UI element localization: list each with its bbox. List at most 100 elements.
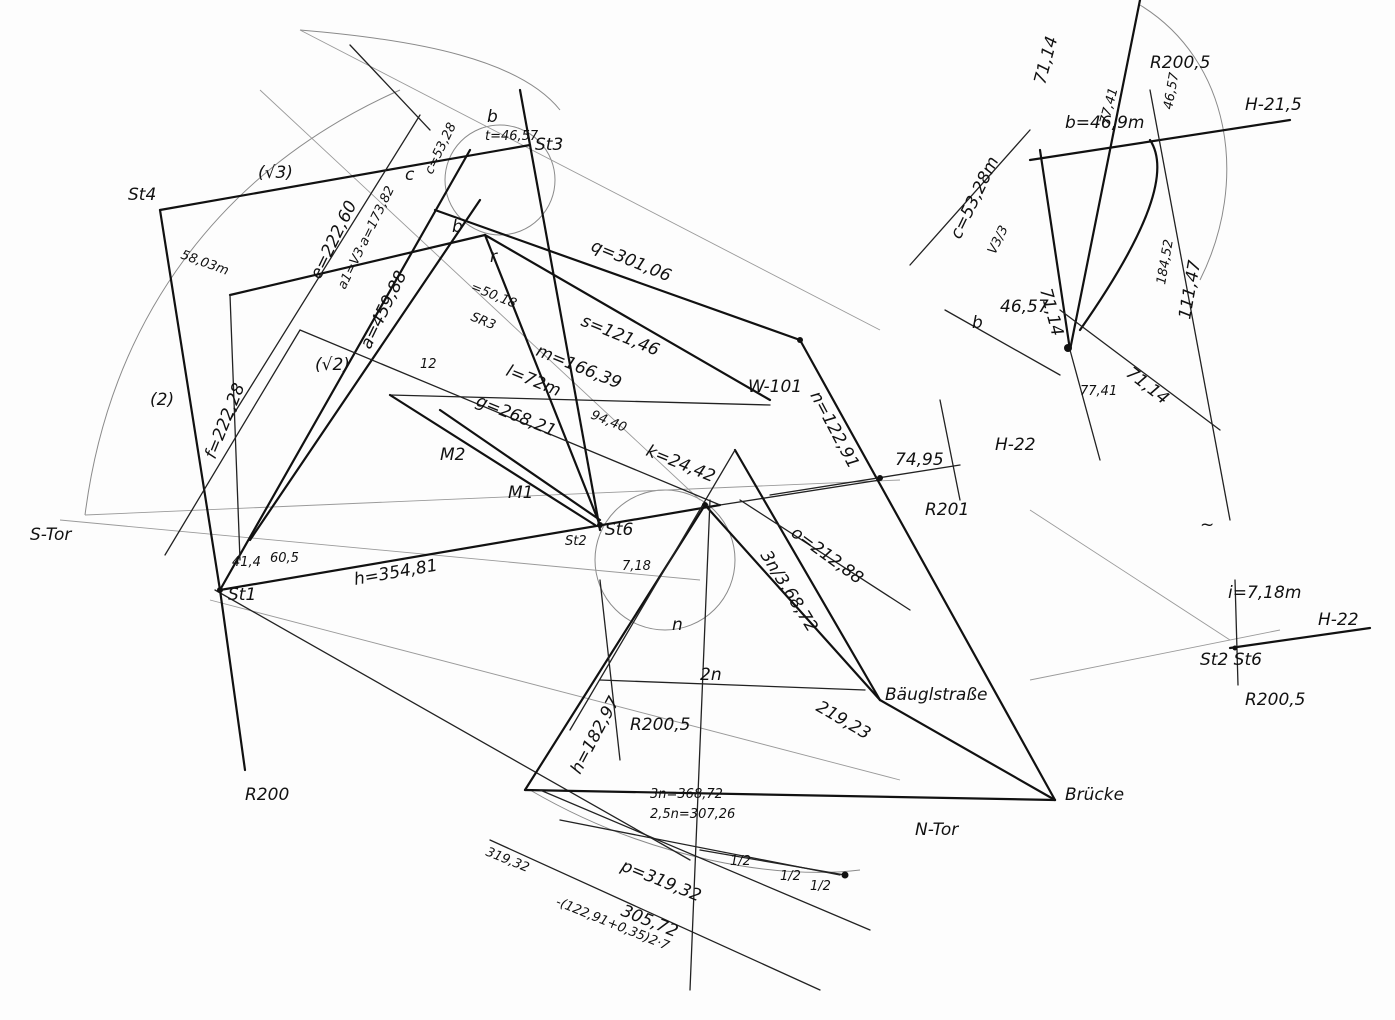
point-st1 xyxy=(217,587,223,593)
measure-71-14-top: 71,14 xyxy=(1031,34,1063,86)
edge-dim-bottom xyxy=(489,839,821,991)
edge-ray-m2 xyxy=(299,329,721,506)
edge-h-lower xyxy=(569,449,736,731)
measure-t: t=46,57 xyxy=(485,129,539,144)
measure-half-1: 1/2 xyxy=(730,854,751,869)
measure-7-18: 7,18 xyxy=(622,559,651,574)
edge-2n xyxy=(599,679,866,691)
label-b-right: b xyxy=(972,313,983,333)
label-r200-5-mid: R200,5 xyxy=(630,715,690,735)
label-w101: W-101 xyxy=(748,377,802,397)
inset-point xyxy=(1064,344,1072,352)
inset-h21-5-line xyxy=(1028,118,1292,162)
label-root3: (√3) xyxy=(258,163,293,183)
inset-71-14 xyxy=(1059,309,1221,431)
label-b-top: b xyxy=(487,107,498,127)
measure-s: s=121,46 xyxy=(578,311,662,361)
edge-3n xyxy=(733,448,882,702)
edge-74-95 xyxy=(769,464,961,496)
measure-71-14-right: 71,14 xyxy=(1122,363,1173,409)
measure-b-right: b=46,9m xyxy=(1065,113,1144,133)
edge-inner-a xyxy=(248,198,482,542)
label-st1: St1 xyxy=(228,585,256,605)
label-n-tor: N-Tor xyxy=(915,820,959,840)
label-st2-st6: St2 St6 xyxy=(1200,650,1262,670)
construction-line xyxy=(1029,629,1281,681)
label-r200: R200 xyxy=(245,785,289,805)
measure-o: o=212,88 xyxy=(787,523,867,589)
label-baeuglstrasse: Bäuglstraße xyxy=(885,685,987,705)
edge-f xyxy=(164,329,301,556)
construction-line xyxy=(209,599,901,781)
edge-st1-st3 xyxy=(218,148,472,592)
measure-77-41: 77,41 xyxy=(1080,384,1117,399)
measure-219-23: 219,23 xyxy=(813,697,875,744)
edge-e xyxy=(229,114,421,421)
construction-arc-left xyxy=(84,89,401,516)
edge-dim-tick-b xyxy=(939,399,961,501)
edge-o xyxy=(739,499,911,611)
measure-h-lower: h=182,97 xyxy=(567,693,624,777)
measure-41-4: 41,4 xyxy=(232,555,261,570)
measure-74-95: 74,95 xyxy=(895,450,944,470)
label-c-mid: c xyxy=(405,165,415,185)
edge-vertical-lower xyxy=(689,499,711,991)
measure-46-57-vert: 46,57 xyxy=(1161,71,1182,111)
point-74-95 xyxy=(877,475,883,481)
inset-diagonal-b xyxy=(1068,0,1142,352)
measure-60-5: 60,5 xyxy=(270,551,299,566)
point-st2 xyxy=(597,522,603,528)
measure-sr3: SR3 xyxy=(469,310,498,333)
inset-curve xyxy=(1078,138,1159,332)
label-h22-right: H-22 xyxy=(1318,610,1359,630)
edge-st3-st2 xyxy=(483,233,602,527)
measure-k: k=24,42 xyxy=(643,441,718,487)
inset-b-dim xyxy=(944,309,1061,376)
label-bruecke: Brücke xyxy=(1065,785,1124,805)
inset2-vertical xyxy=(1234,579,1239,686)
point-lower xyxy=(841,871,849,879)
edge-dim-tick-a xyxy=(349,44,431,131)
edge-vertical-r200-5 xyxy=(518,88,602,532)
edge-h xyxy=(218,503,722,592)
label-st3: St3 xyxy=(535,135,563,155)
inset-vertical-77 xyxy=(1069,349,1101,461)
measure-319-32: 319,32 xyxy=(484,845,532,876)
measure-c-top: c=53,28 xyxy=(422,121,460,177)
edge-bottom-n-tor xyxy=(523,788,1057,802)
edge-w101-to-bruecke xyxy=(798,338,1057,802)
measure-tilde: ~ xyxy=(1200,515,1214,535)
construction-arc-top xyxy=(299,29,561,111)
edge-q-2 xyxy=(483,233,772,402)
edge-dim-bottom-2 xyxy=(539,789,871,931)
edge-half-curve xyxy=(699,849,846,876)
point-w101 xyxy=(797,337,803,343)
measure-3n: 3n/3,68,72 xyxy=(756,547,822,636)
label-m2: M2 xyxy=(440,445,465,465)
label-s-tor: S-Tor xyxy=(30,525,72,545)
measure-94-40: 94,40 xyxy=(589,408,629,436)
label-r200-5-top: R200,5 xyxy=(1150,53,1210,73)
inset2-h22-line xyxy=(1228,626,1372,650)
label-r200-5-right: R200,5 xyxy=(1245,690,1305,710)
measure-f: f=222,28 xyxy=(201,380,249,462)
inset-vertical-a xyxy=(1038,148,1072,352)
inset2-point xyxy=(1232,645,1238,651)
construction-circle-st3 xyxy=(444,124,556,236)
measure-58-03: 58,03m xyxy=(179,248,231,279)
label-r-mid: r xyxy=(490,247,498,267)
construction-line xyxy=(259,89,701,501)
label-b-mid: b xyxy=(452,217,463,237)
edge-h-extension xyxy=(719,479,881,506)
measure-half-2: 1/2 xyxy=(780,869,801,884)
measure-v-root3: V3/3 xyxy=(985,223,1012,256)
measure-50-18: =50,18 xyxy=(469,280,519,312)
construction-line xyxy=(84,479,901,516)
edge-inner-b xyxy=(228,233,487,297)
edge-r200-diagonal xyxy=(438,408,602,522)
edge-r200-5-lower xyxy=(599,579,621,761)
construction-circle-st6 xyxy=(594,489,736,631)
construction-arc-right xyxy=(1139,4,1228,281)
